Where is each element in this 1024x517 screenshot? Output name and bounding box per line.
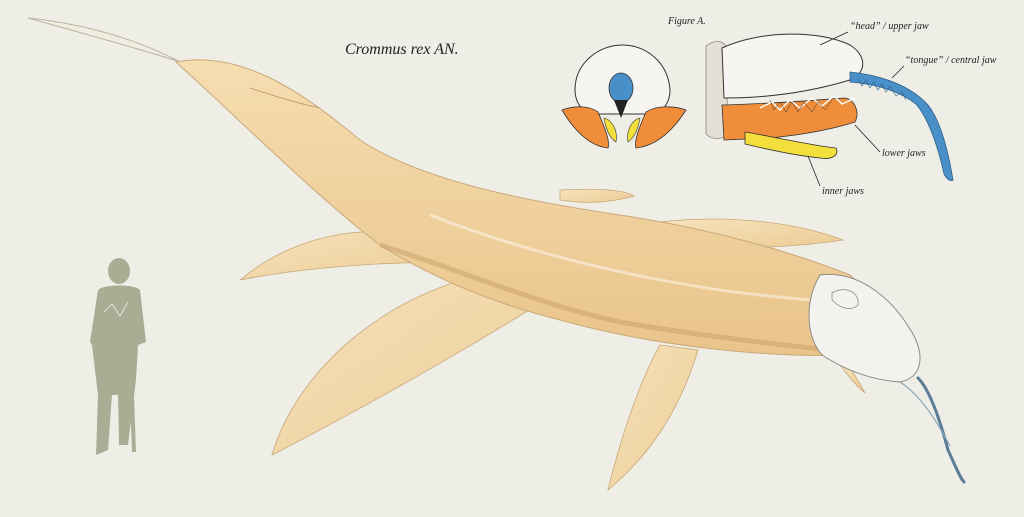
creature-tongue — [916, 376, 966, 484]
callout-central-jaw: “tongue” / central jaw — [905, 55, 997, 66]
callout-lower-jaws: lower jaws — [882, 148, 926, 159]
inner-jaw-shape — [744, 131, 838, 159]
callout-lines — [807, 31, 905, 187]
human-scale-silhouette — [90, 258, 146, 455]
tail-whip — [27, 17, 181, 63]
upper-jaw-shape — [721, 33, 864, 99]
central-jaw-tongue — [849, 71, 954, 181]
species-title: Crommus rex AN. — [345, 41, 459, 58]
side-view-jaws — [705, 33, 954, 181]
lower-jaw-shape — [721, 97, 858, 141]
figure-a-label: Figure A. — [668, 16, 706, 27]
callout-upper-jaw: “head” / upper jaw — [850, 21, 929, 32]
creature-head — [808, 273, 921, 383]
callout-inner-jaws: inner jaws — [822, 186, 864, 197]
front-view-head — [561, 44, 687, 149]
lower-fins — [607, 344, 866, 492]
front-tongue-cross-section — [608, 72, 634, 104]
